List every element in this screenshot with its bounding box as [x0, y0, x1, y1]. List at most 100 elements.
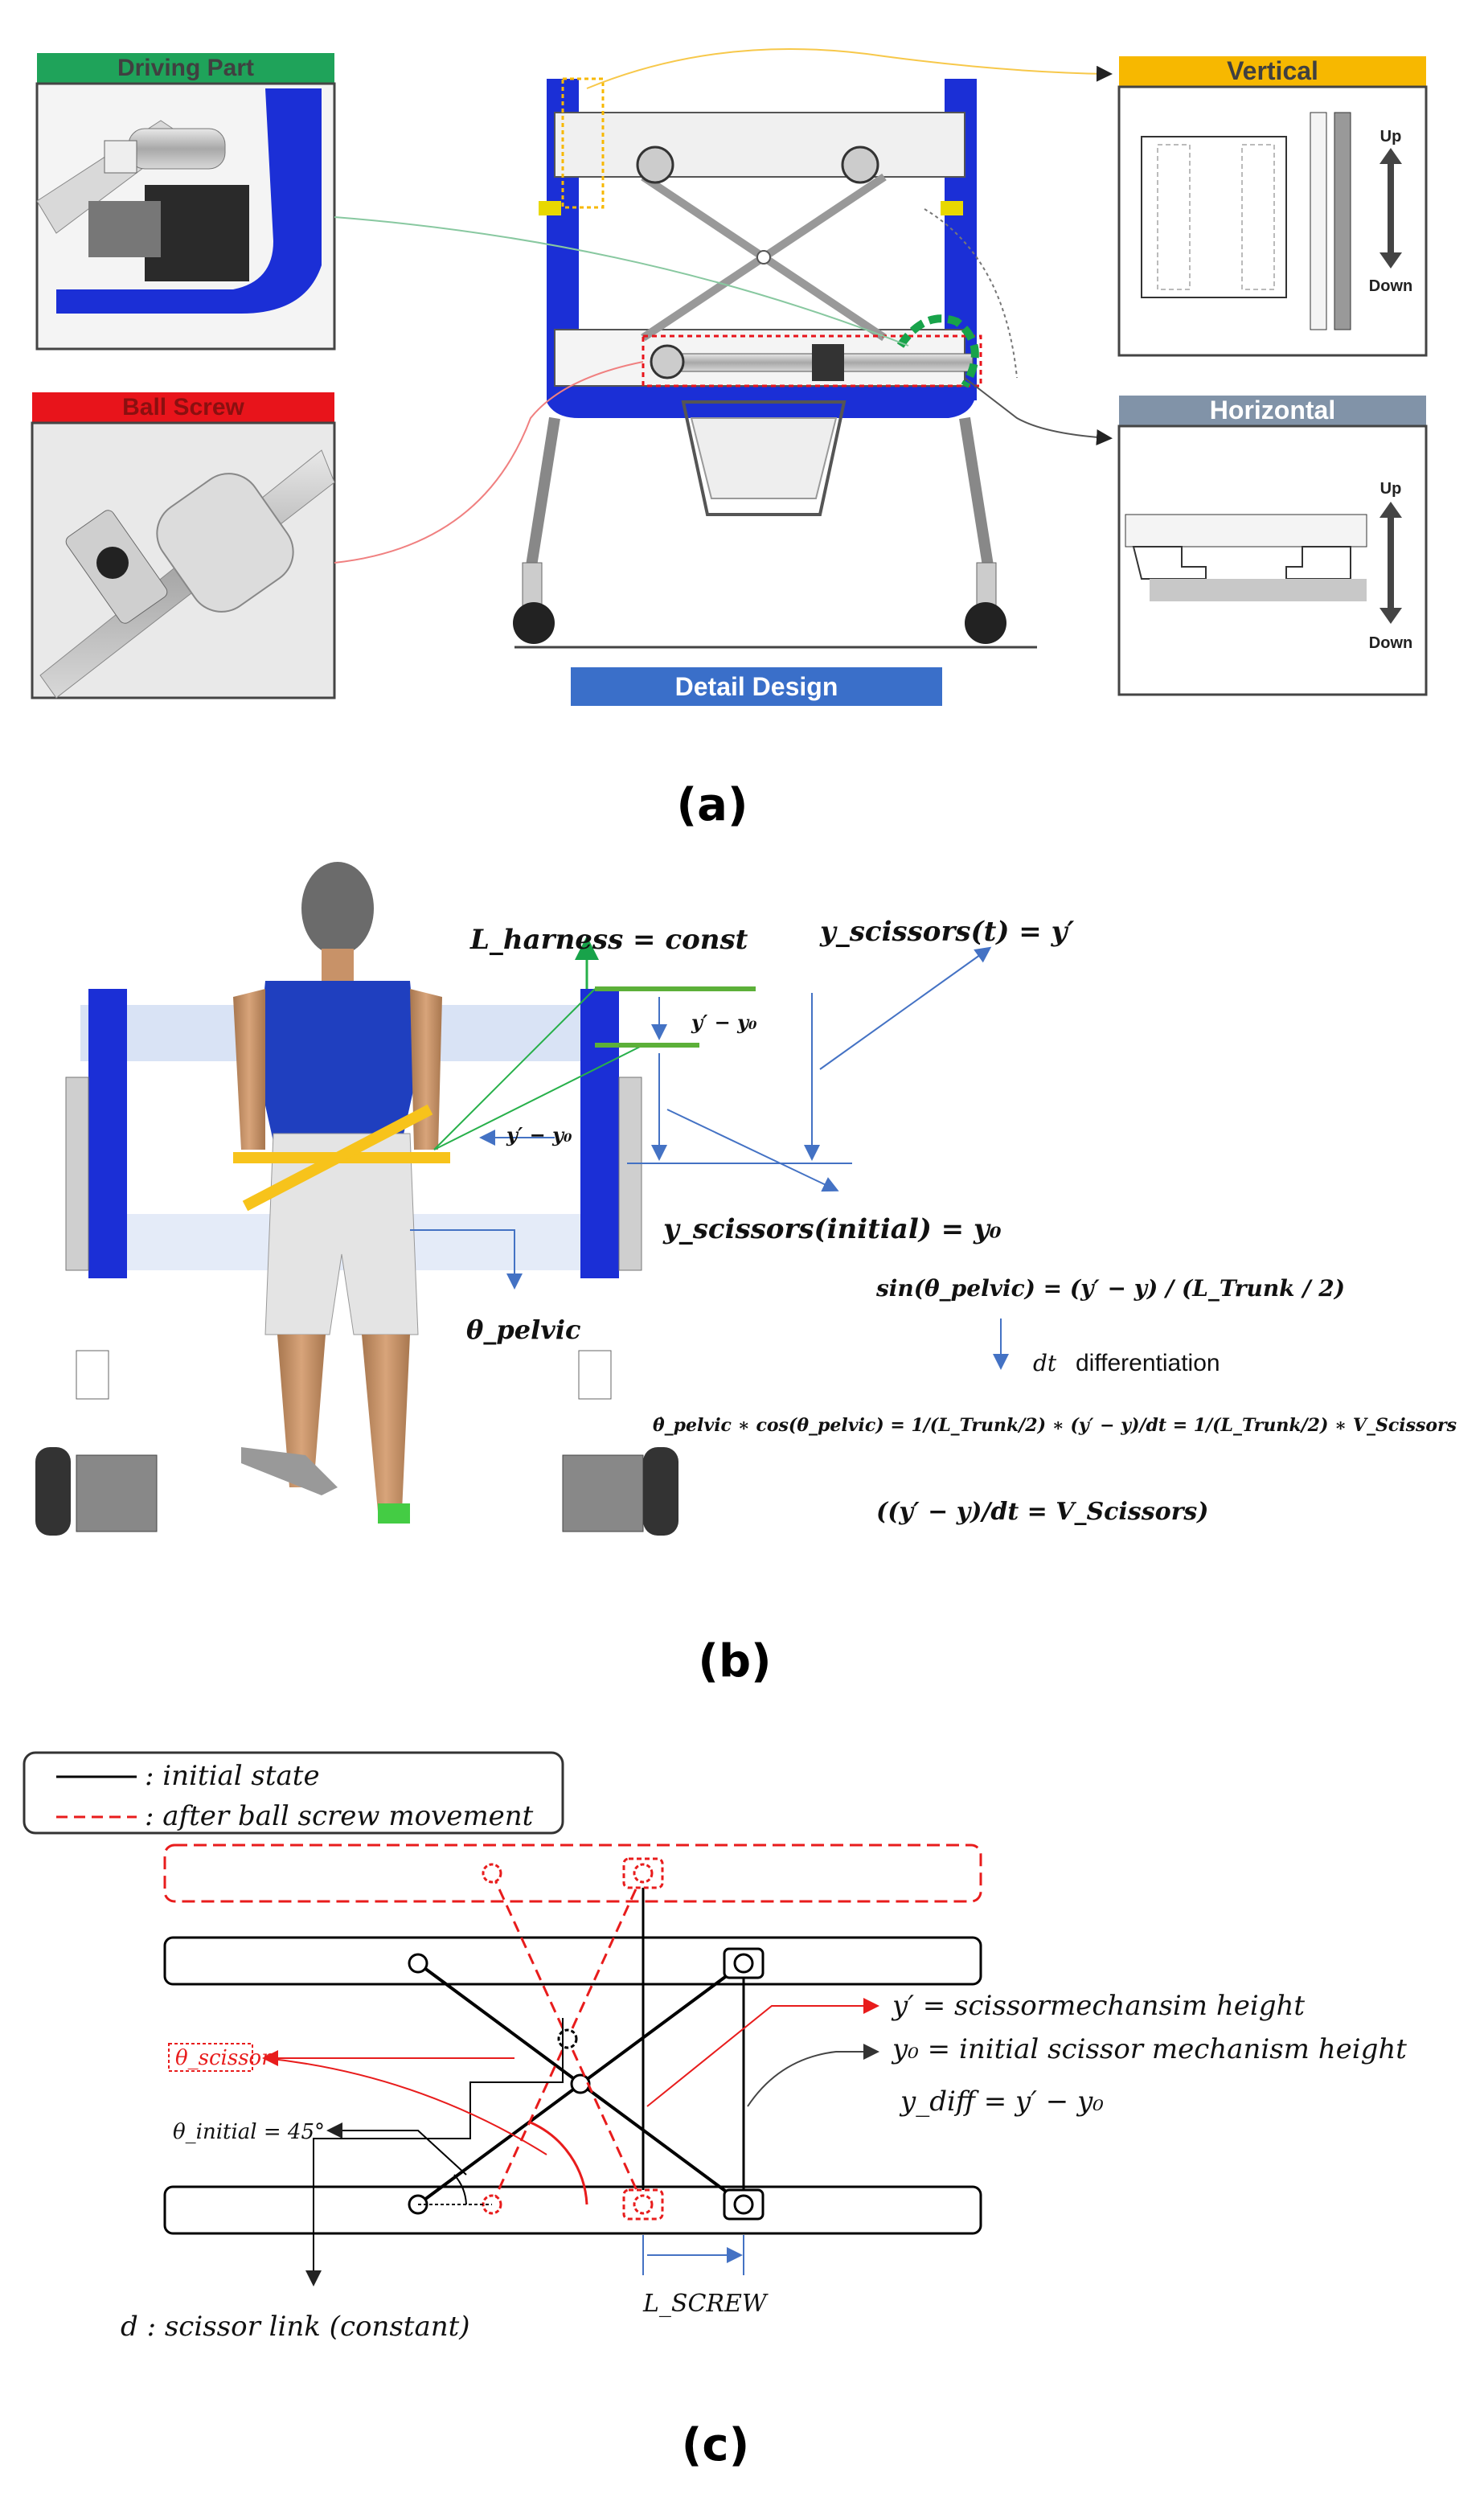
flange-hole — [96, 547, 129, 579]
pivot-bottom-right — [733, 2194, 754, 2215]
ydiff-upper: y′ − y₀ — [691, 1011, 757, 1034]
b-right-post — [580, 989, 619, 1278]
pulley-right — [841, 146, 879, 184]
horizontal-header — [1119, 396, 1426, 426]
vertical-highlight — [561, 77, 605, 209]
caption-b: (b) — [698, 1635, 771, 1688]
person-left-arm — [233, 989, 265, 1150]
scissors-initial-pointer — [666, 1109, 839, 1192]
b-right-wheel — [643, 1447, 678, 1536]
ball-nut — [156, 473, 294, 613]
vertical-rail-b — [1334, 112, 1351, 330]
person-neck — [322, 949, 354, 981]
theta-scissor-label: θ_scissor — [175, 2046, 273, 2070]
driving-part-label: Driving Part — [117, 55, 254, 81]
lscrew-label: L_SCREW — [642, 2290, 769, 2318]
moved-pivot-top-right — [633, 1863, 654, 1884]
scissors-t-eq: y_scissors(t) = y′ — [819, 916, 1074, 948]
top-plate — [163, 1936, 982, 1986]
yellow-block-left — [539, 201, 561, 215]
person-shirt — [257, 981, 418, 1142]
ydiff-lower: y′ − y₀ — [506, 1123, 572, 1146]
vertical-up-arrowhead — [1379, 148, 1402, 164]
detail-design-label: Detail Design — [675, 672, 838, 701]
person-left-shoe — [241, 1447, 338, 1495]
dt-word: dt — [1033, 1350, 1057, 1376]
ball-screw-highlight — [642, 334, 982, 388]
b-right-motor — [562, 1454, 644, 1532]
horizontal-up-arrowhead — [1379, 502, 1402, 518]
vertical-down-label: Down — [1369, 277, 1412, 295]
ball-screw-label: Ball Screw — [122, 394, 244, 420]
motor-mount — [145, 185, 249, 281]
motor-cylinder — [128, 128, 226, 170]
ball-screw-connector — [334, 361, 644, 564]
velocity-equation: ((y′ − y)/dt = V_Scissors) — [876, 1498, 1208, 1526]
theta-initial-label: θ_initial = 45° — [173, 2120, 325, 2144]
detail-machine — [513, 77, 1037, 649]
y-prime-label: y′ = scissormechansim height — [891, 1990, 1305, 2022]
blue-frame-corner — [56, 88, 322, 314]
sensor-block — [104, 140, 137, 174]
driving-part-box: Driving Part — [35, 53, 336, 351]
ball-screw-header — [32, 392, 334, 423]
vertical-box: Vertical Up Down — [1117, 56, 1428, 357]
pivot-center — [570, 2073, 591, 2094]
screw-pulley — [650, 344, 685, 379]
person-model — [233, 862, 442, 1524]
panel-b: L_harness = const y_scissors(t) = y′ y′ … — [35, 862, 1457, 1688]
wheel-left — [513, 602, 555, 644]
horizontal-label: Horizontal — [1210, 396, 1335, 424]
coupler — [88, 201, 161, 257]
b-left-wheel — [35, 1447, 71, 1536]
y-prime-pointer — [646, 1998, 879, 2107]
ydiff-label: y_diff = y′ − y₀ — [899, 2085, 1104, 2118]
screw-nut — [812, 344, 844, 381]
driving-part-header — [37, 53, 334, 84]
vertical-up-label: Up — [1380, 128, 1402, 146]
vertical-plate — [1141, 136, 1287, 298]
horizontal-top-plate — [1125, 514, 1367, 548]
y0-label: y₀ = initial scissor mechanism height — [891, 2033, 1407, 2065]
person-shorts — [264, 1133, 419, 1335]
vertical-connector — [586, 48, 1113, 89]
raised-top-plate — [163, 1843, 982, 1903]
d-link-pointer — [305, 2018, 564, 2286]
pivot-top-left — [408, 1953, 428, 1974]
pulley-left — [636, 146, 674, 184]
leg-right-upper — [959, 416, 994, 572]
legend-solid-label: : initial state — [145, 1760, 320, 1792]
detail-design-banner — [571, 667, 942, 706]
person-right-shoe — [378, 1503, 410, 1524]
derivative-equation: θ̇_pelvic ∗ cos(θ_pelvic) = 1/(L_Trunk/2… — [653, 1415, 1457, 1436]
scissor-angle-arc — [530, 2121, 588, 2205]
base-inner — [690, 417, 838, 499]
pivot-top-right — [733, 1953, 754, 1974]
wheel-right — [965, 602, 1006, 644]
ball-screw-box: Ball Screw — [31, 392, 336, 699]
driving-part-connector — [334, 216, 909, 347]
vertical-header — [1119, 56, 1426, 87]
b-right-rail — [618, 1077, 642, 1271]
vertical-down-arrowhead — [1379, 252, 1402, 269]
person-right-arm — [410, 989, 442, 1150]
theta-scissor-box — [168, 2043, 253, 2072]
harness-line-2 — [433, 1044, 644, 1150]
horizontal-down-arrowhead — [1379, 608, 1402, 624]
moved-pivot-center — [557, 2028, 578, 2049]
theta-scissor-curve — [264, 2057, 547, 2155]
caption-a: (a) — [677, 779, 748, 831]
theta-pelvic-pointer — [410, 1229, 523, 1290]
person-left-leg — [277, 1335, 326, 1487]
b-left-rail — [65, 1077, 89, 1271]
b-left-motor — [76, 1454, 158, 1532]
y0-pointer — [747, 2044, 879, 2107]
theta-pelvic-label: θ_pelvic — [466, 1314, 580, 1345]
horizontal-down-label: Down — [1369, 634, 1412, 652]
person-right-leg — [362, 1335, 410, 1511]
panel-c: : initial state : after ball screw movem… — [23, 1751, 1407, 2471]
moved-pivot-top-left — [482, 1863, 502, 1884]
vertical-guide-right — [1241, 144, 1275, 290]
person-head — [301, 862, 374, 955]
theta-initial-pointer — [326, 2122, 467, 2176]
